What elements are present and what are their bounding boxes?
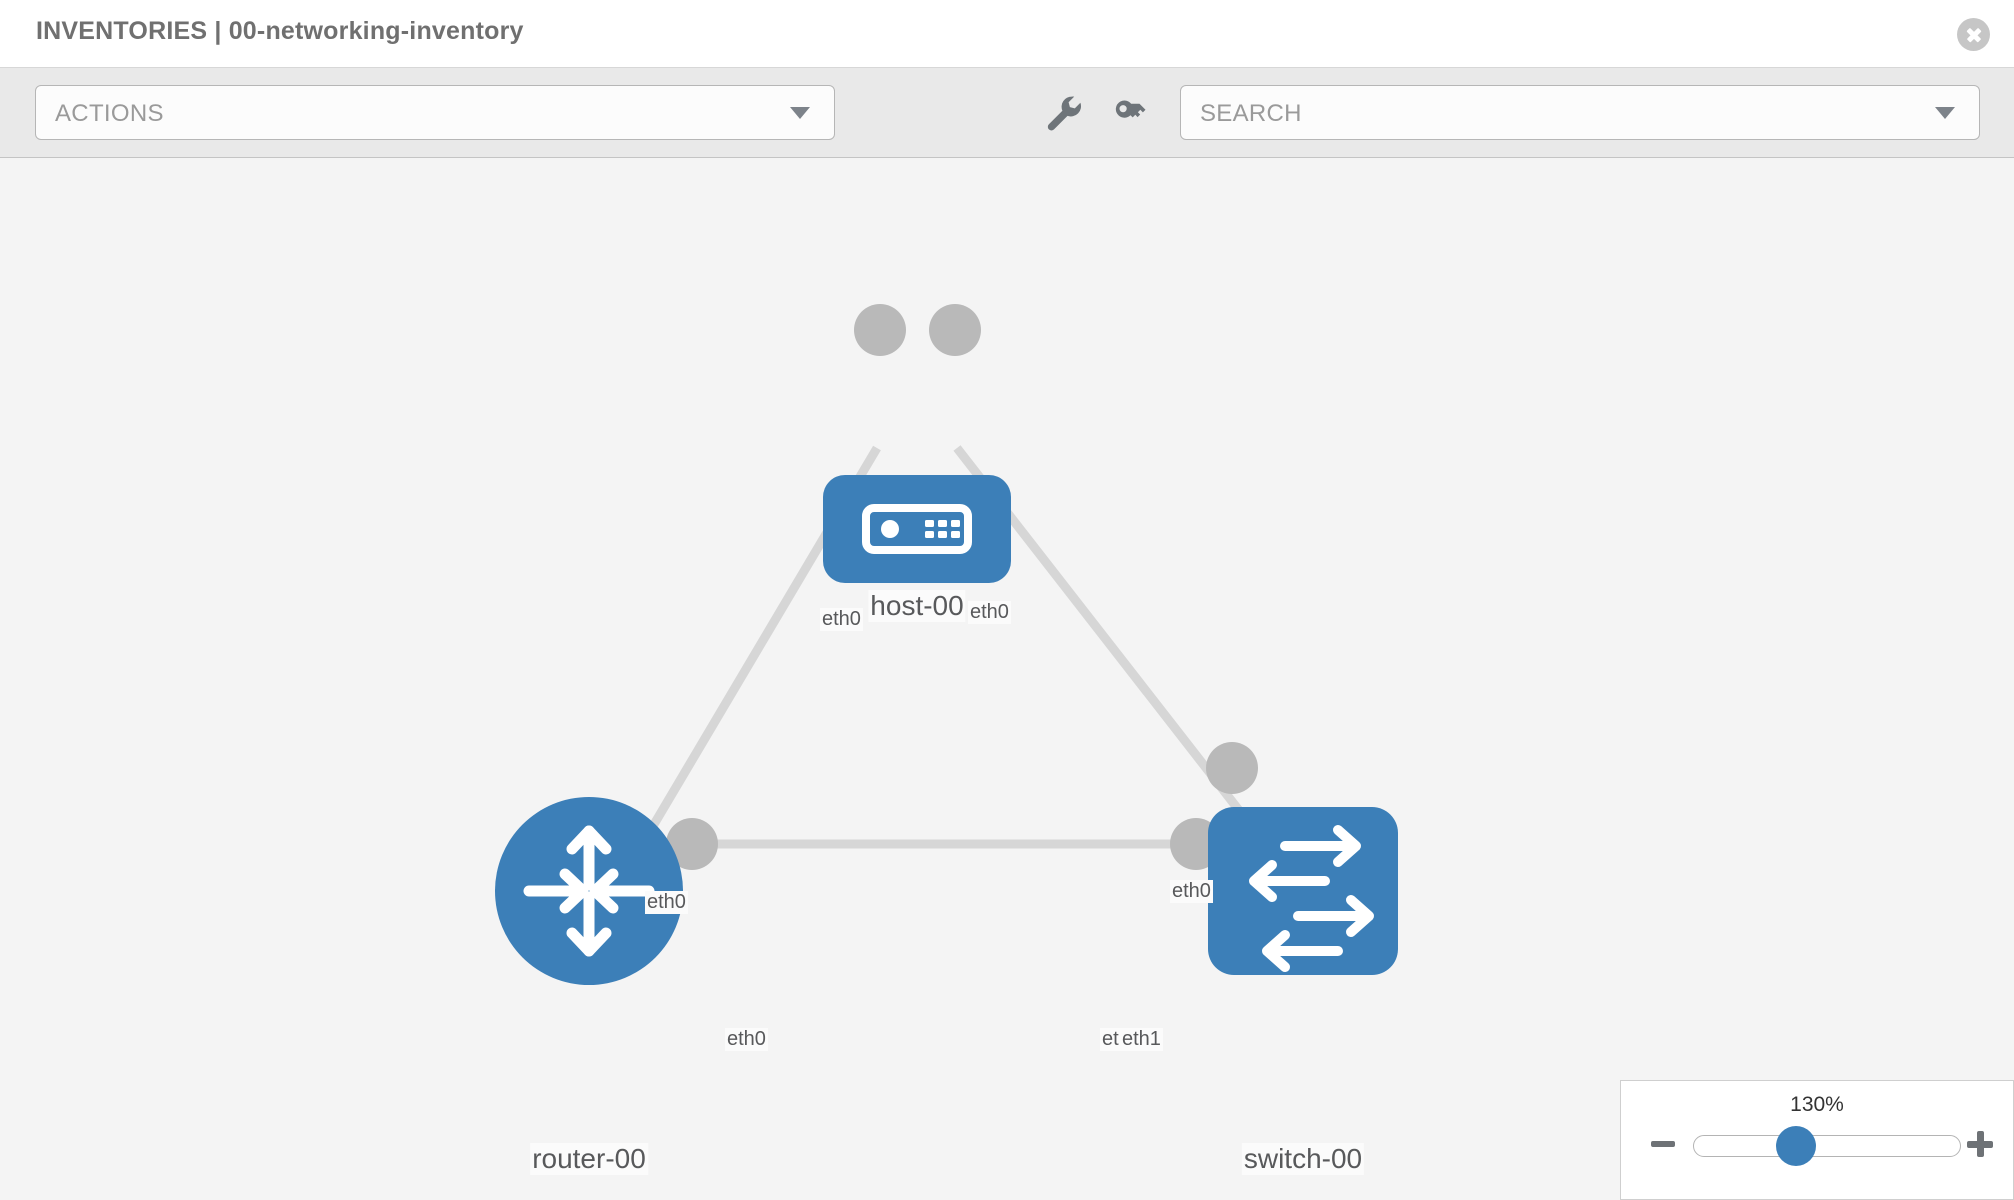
router-arrows-icon (523, 825, 655, 957)
edge-label-eth0: eth0 (820, 608, 863, 631)
connector-handle[interactable] (1206, 742, 1258, 794)
chevron-down-icon[interactable] (1935, 106, 1955, 119)
node-host-00[interactable] (823, 475, 1011, 583)
node-router-00[interactable] (495, 797, 683, 985)
wrench-icon[interactable] (1040, 90, 1084, 134)
topology-connectors (666, 304, 1258, 870)
connector-handle[interactable] (854, 304, 906, 356)
zoom-slider-thumb[interactable] (1776, 1126, 1816, 1166)
node-label-host-00: host-00 (868, 590, 966, 622)
app-header: INVENTORIES | 00-networking-inventory (0, 0, 2014, 68)
connector-handle[interactable] (929, 304, 981, 356)
node-label-router-00: router-00 (530, 1143, 648, 1175)
edge-label-eth0: eth0 (725, 1028, 768, 1051)
edge-label-eth0: eth0 (1170, 880, 1213, 903)
zoom-slider-track[interactable] (1693, 1135, 1961, 1157)
actions-dropdown[interactable]: ACTIONS (35, 85, 835, 140)
page-title: INVENTORIES | 00-networking-inventory (36, 17, 524, 45)
actions-dropdown-label: ACTIONS (55, 100, 164, 127)
zoom-control: 130% (1620, 1080, 2014, 1200)
topology-graph[interactable] (0, 158, 2014, 1200)
minus-icon[interactable] (1651, 1131, 1677, 1157)
toolbar: ACTIONS SEARCH (0, 68, 2014, 158)
search-input[interactable]: SEARCH (1180, 85, 1980, 140)
plus-icon[interactable] (1967, 1131, 1993, 1157)
server-device-icon (862, 504, 972, 554)
close-icon[interactable] (1957, 18, 1990, 51)
topology-canvas[interactable]: host-00 router-00 switch-00 eth0 eth0 et… (0, 158, 2014, 1200)
key-icon[interactable] (1108, 90, 1152, 134)
search-placeholder: SEARCH (1200, 100, 1302, 127)
edge-label-eth0: eth0 (968, 601, 1011, 624)
edge-label-eth0: eth0 (645, 891, 688, 914)
connector-handle[interactable] (666, 818, 718, 870)
node-label-switch-00: switch-00 (1241, 1143, 1365, 1175)
node-switch-00[interactable] (1208, 807, 1398, 975)
edge-label-eth1: eth1 (1120, 1028, 1163, 1051)
zoom-percent-label: 130% (1790, 1093, 1844, 1116)
chevron-down-icon (790, 106, 810, 119)
switch-arrows-icon (1249, 825, 1374, 972)
